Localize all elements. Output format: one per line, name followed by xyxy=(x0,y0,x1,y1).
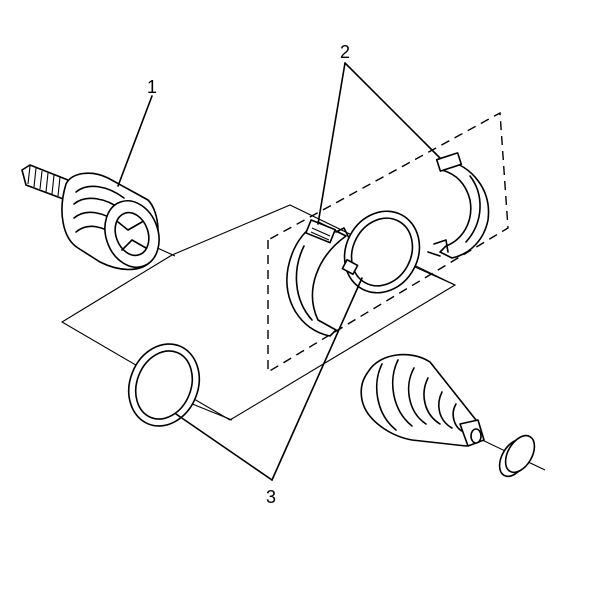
band-ring-small xyxy=(127,343,201,427)
leader-lines xyxy=(117,62,441,481)
callout-2: 2 xyxy=(340,42,350,62)
callout-3: 3 xyxy=(266,487,276,507)
small-clamp-ring xyxy=(498,434,536,478)
clamp-half-rear xyxy=(427,152,490,259)
dashed-group-outline xyxy=(267,111,509,374)
clamp-half-front xyxy=(286,219,351,337)
center-axis xyxy=(139,239,546,471)
callout-1: 1 xyxy=(147,77,157,97)
cv-joint-housing xyxy=(21,164,160,271)
cv-boot xyxy=(360,353,485,447)
band-ring-large xyxy=(341,210,421,294)
assembly-outline xyxy=(60,204,457,421)
